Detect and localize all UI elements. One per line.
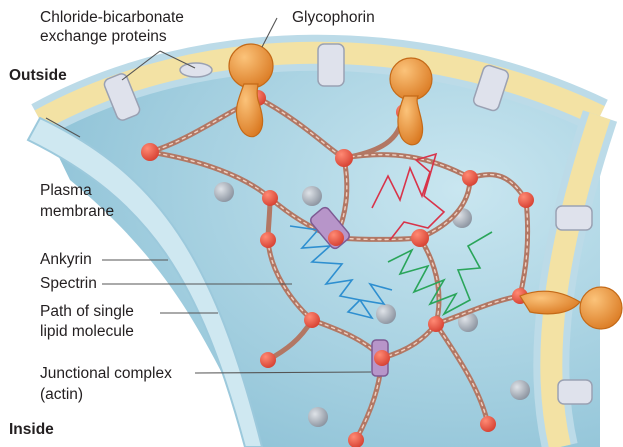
exchange-protein	[556, 206, 592, 230]
glycophorin-label: Glycophorin	[292, 9, 375, 27]
lipid-path-label-line1: Path of single	[40, 303, 134, 321]
junctional-complex-label-line1: Junctional complex	[40, 365, 172, 383]
exchange-protein-label-line1: Chloride-bicarbonate	[40, 9, 184, 27]
vesicle	[510, 380, 530, 400]
vesicle	[214, 182, 234, 202]
vesicle	[376, 304, 396, 324]
junctional-complex-label-line2: (actin)	[40, 386, 83, 404]
lipid-path-label-line2: lipid molecule	[40, 323, 134, 341]
exchange-protein	[318, 44, 344, 86]
ankyrin-label: Ankyrin	[40, 251, 92, 269]
plasma-membrane-label-line1: Plasma	[40, 182, 92, 200]
exchange-protein-label-line2: exchange proteins	[40, 28, 167, 46]
vesicle	[308, 407, 328, 427]
plasma-membrane-label-line2: membrane	[40, 203, 114, 221]
vesicle	[302, 186, 322, 206]
inside-label: Inside	[9, 421, 54, 439]
spectrin-label: Spectrin	[40, 275, 97, 293]
outside-label: Outside	[9, 67, 67, 85]
exchange-protein	[558, 380, 592, 404]
